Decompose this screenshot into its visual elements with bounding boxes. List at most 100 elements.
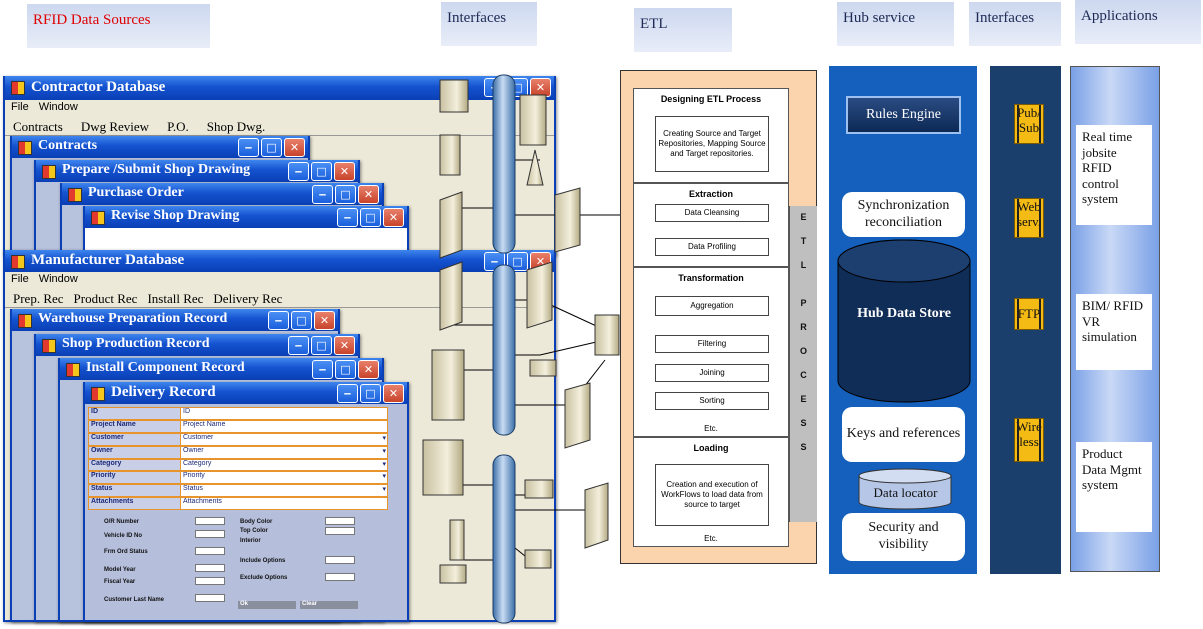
or-number-input[interactable]: [195, 517, 225, 525]
customer-last-name-input[interactable]: [195, 594, 225, 602]
body-color-input[interactable]: [325, 517, 355, 525]
maximize-icon[interactable]: □: [507, 252, 528, 271]
close-icon[interactable]: ✕: [383, 208, 404, 227]
delivery-lower-fields: O/R Number Vehicle ID No Frm Ord Status …: [88, 513, 388, 612]
field-label: Frm Ord Status: [104, 549, 148, 555]
hub-data-store-cylinder: [837, 239, 971, 403]
tab-contracts[interactable]: Contracts: [13, 119, 63, 134]
minimize-icon[interactable]: ‒: [337, 208, 358, 227]
maximize-icon[interactable]: □: [311, 336, 332, 355]
chevron-down-icon[interactable]: ▾: [382, 447, 386, 455]
tab-install-rec[interactable]: Install Rec: [147, 291, 204, 306]
maximize-icon[interactable]: □: [261, 138, 282, 157]
desktop-tower-icon: [431, 349, 465, 421]
server-icon: [564, 382, 591, 449]
maximize-icon[interactable]: □: [311, 162, 332, 181]
close-icon[interactable]: ✕: [314, 311, 335, 330]
form-value[interactable]: Priority▾: [181, 472, 387, 483]
exclude-options-input[interactable]: [325, 573, 355, 581]
form-value[interactable]: Status▾: [181, 485, 387, 496]
chevron-down-icon[interactable]: ▾: [382, 486, 386, 494]
close-icon[interactable]: ✕: [358, 185, 379, 204]
tab-po[interactable]: P.O.: [167, 119, 189, 134]
close-icon[interactable]: ✕: [334, 162, 355, 181]
minimize-icon[interactable]: ‒: [268, 311, 289, 330]
close-icon[interactable]: ✕: [383, 384, 404, 403]
field-value: Customer: [183, 433, 214, 441]
close-icon[interactable]: ✕: [358, 360, 379, 379]
install-component-title: Install Component Record: [86, 360, 245, 375]
top-color-input[interactable]: [325, 527, 355, 535]
menu-window[interactable]: Window: [38, 101, 78, 113]
chevron-down-icon[interactable]: ▾: [382, 473, 386, 481]
menu-file[interactable]: File: [11, 273, 29, 285]
tab-prep-rec[interactable]: Prep. Rec: [13, 291, 64, 306]
ok-button[interactable]: Ok: [238, 601, 296, 609]
revise-shop-drawing-window[interactable]: Revise Shop Drawing ‒□✕: [83, 206, 409, 256]
delivery-record-title: Delivery Record: [111, 384, 216, 400]
maximize-icon[interactable]: □: [360, 384, 381, 403]
form-value[interactable]: Owner▾: [181, 447, 387, 458]
field-value: Attachments: [183, 498, 222, 506]
vehicle-id-input[interactable]: [195, 530, 225, 538]
header-applications: Applications: [1075, 0, 1201, 44]
clear-button[interactable]: Clear: [300, 601, 358, 609]
ok-label: Ok: [240, 601, 249, 607]
close-icon[interactable]: ✕: [284, 138, 305, 157]
network-switch-icon: [524, 479, 554, 499]
menu-file[interactable]: File: [11, 101, 29, 113]
form-value[interactable]: ID: [181, 408, 387, 419]
tab-shop-dwg[interactable]: Shop Dwg.: [206, 119, 266, 134]
close-icon[interactable]: ✕: [334, 336, 355, 355]
etl-section-designing: Designing ETL Process Creating Source an…: [633, 88, 789, 183]
etl-step: Joining: [655, 364, 769, 382]
maximize-icon[interactable]: □: [335, 185, 356, 204]
interfaces-panel-2: Pub/ Sub Web serv. FTP Wire less: [990, 66, 1061, 574]
rfid-reader-icon: [439, 134, 461, 176]
etl-section-title: Designing ETL Process: [660, 94, 762, 104]
include-options-input[interactable]: [325, 556, 355, 564]
maximize-icon[interactable]: □: [291, 311, 312, 330]
fiscal-year-input[interactable]: [195, 577, 225, 585]
minimize-icon[interactable]: ‒: [312, 185, 333, 204]
menu-window[interactable]: Window: [38, 273, 78, 285]
chevron-down-icon[interactable]: ▾: [382, 460, 386, 468]
minimize-icon[interactable]: ‒: [312, 360, 333, 379]
chevron-down-icon[interactable]: ▾: [382, 434, 386, 442]
tab-product-rec[interactable]: Product Rec: [73, 291, 138, 306]
model-year-input[interactable]: [195, 564, 225, 572]
maximize-icon[interactable]: □: [335, 360, 356, 379]
form-label: Customer: [89, 433, 181, 445]
etl-letter: E: [800, 212, 807, 222]
form-value[interactable]: Customer ▾: [181, 434, 387, 445]
data-locator-label: Data locator: [873, 485, 938, 500]
minimize-icon[interactable]: ‒: [337, 384, 358, 403]
contracts-window-title: Contracts: [38, 138, 98, 153]
minimize-icon[interactable]: ‒: [288, 336, 309, 355]
frm-ord-status-input[interactable]: [195, 547, 225, 555]
field-value: ID: [183, 408, 190, 415]
tab-delivery-rec[interactable]: Delivery Rec: [213, 291, 283, 306]
etl-section-loading: Loading Creation and execution of WorkFl…: [633, 437, 789, 547]
maximize-icon[interactable]: □: [360, 208, 381, 227]
field-label: Top Color: [240, 528, 268, 534]
minimize-icon[interactable]: ‒: [288, 162, 309, 181]
form-value[interactable]: Attachments: [181, 498, 387, 509]
etl-step: Sorting: [655, 392, 769, 410]
form-value[interactable]: Project Name: [181, 421, 387, 432]
field-label: Vehicle ID No: [104, 533, 143, 539]
form-value[interactable]: Category▾: [181, 460, 387, 471]
etl-letter: E: [800, 394, 807, 404]
tab-dwg-review[interactable]: Dwg Review: [80, 119, 150, 134]
minimize-icon[interactable]: ‒: [238, 138, 259, 157]
network-pipe-2: [492, 264, 516, 436]
close-icon[interactable]: ✕: [530, 78, 551, 97]
